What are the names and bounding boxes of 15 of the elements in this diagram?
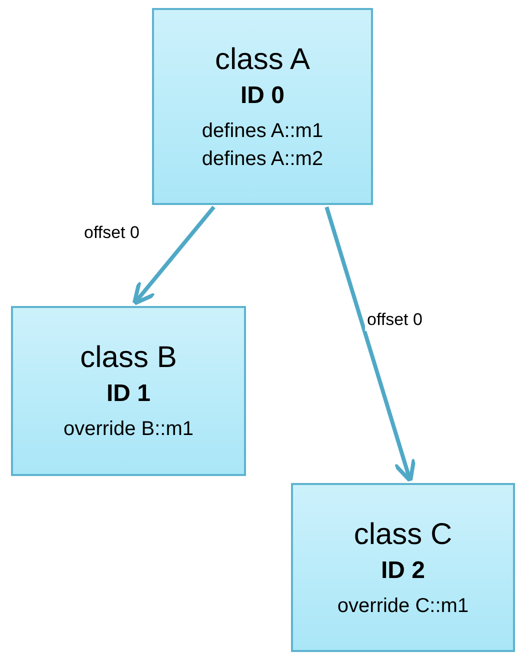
class-box [152,8,373,205]
class-id: ID 2 [380,556,425,586]
class-box [291,483,515,652]
class-id: ID 0 [240,80,284,110]
class-name: class C [354,516,452,552]
method-text: override C::m1 [337,594,469,618]
class-name: class A [214,42,310,78]
arrow [324,206,416,483]
method-text: defines A::m2 [202,146,324,172]
method-text: override B::m1 [63,417,194,442]
method-text: defines A::m1 [202,118,324,144]
class-id: ID 1 [106,379,150,409]
class-name: class B [80,340,177,376]
arrow [132,206,216,306]
class-box [11,306,246,476]
